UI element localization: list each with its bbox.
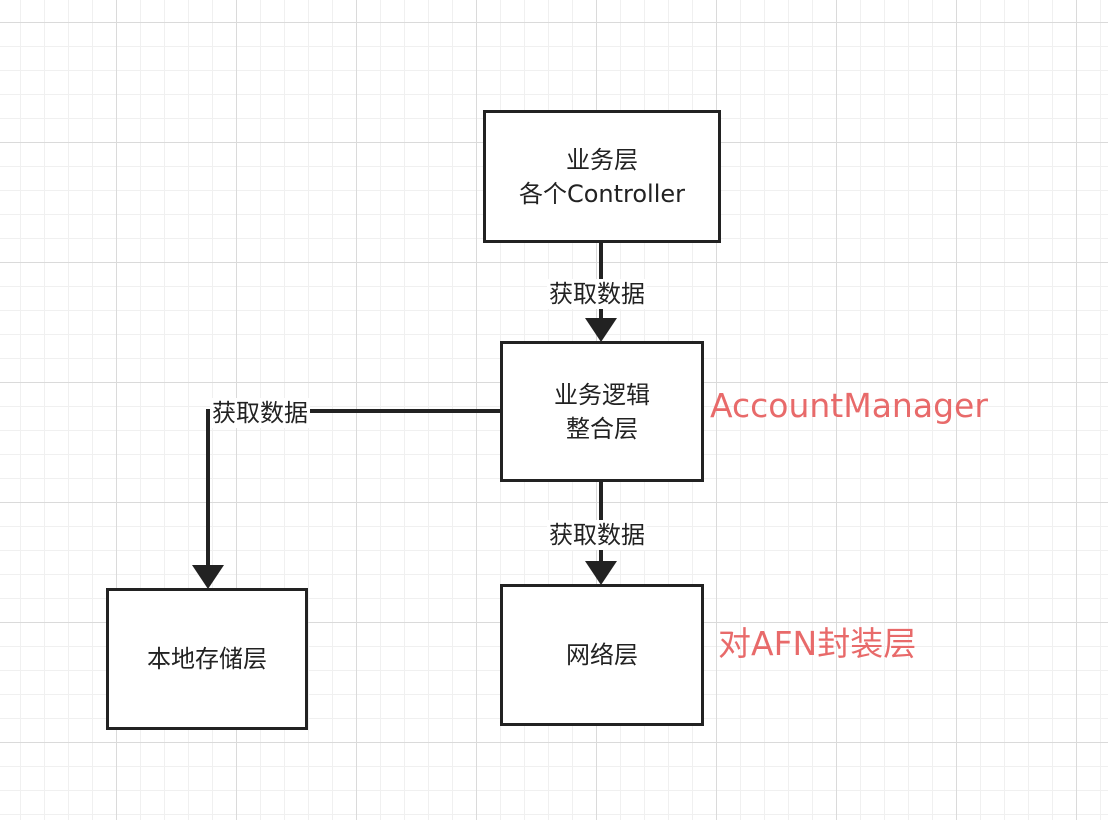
business-layer-title: 业务层 — [566, 145, 638, 174]
edge-label-business-to-logic: 获取数据 — [547, 279, 647, 309]
note-account-manager: AccountManager — [710, 386, 988, 425]
local-storage-layer-box[interactable]: 本地存储层 — [106, 588, 308, 730]
local-storage-layer-title: 本地存储层 — [147, 645, 267, 673]
edge-logic-to-storage[interactable] — [192, 409, 500, 589]
network-layer-box[interactable]: 网络层 — [500, 584, 704, 726]
edge-label-logic-to-storage: 获取数据 — [210, 398, 310, 428]
network-layer-title: 网络层 — [566, 641, 638, 669]
edge-label-logic-to-network: 获取数据 — [547, 520, 647, 550]
business-logic-layer-subtitle: 整合层 — [566, 414, 638, 443]
business-layer-box[interactable]: 业务层 各个Controller — [483, 110, 721, 243]
note-afn-wrapper: 对AFN封装层 — [718, 624, 917, 663]
business-layer-subtitle: 各个Controller — [518, 179, 686, 208]
business-logic-layer-box[interactable]: 业务逻辑 整合层 — [500, 341, 704, 482]
business-logic-layer-title: 业务逻辑 — [554, 380, 650, 409]
